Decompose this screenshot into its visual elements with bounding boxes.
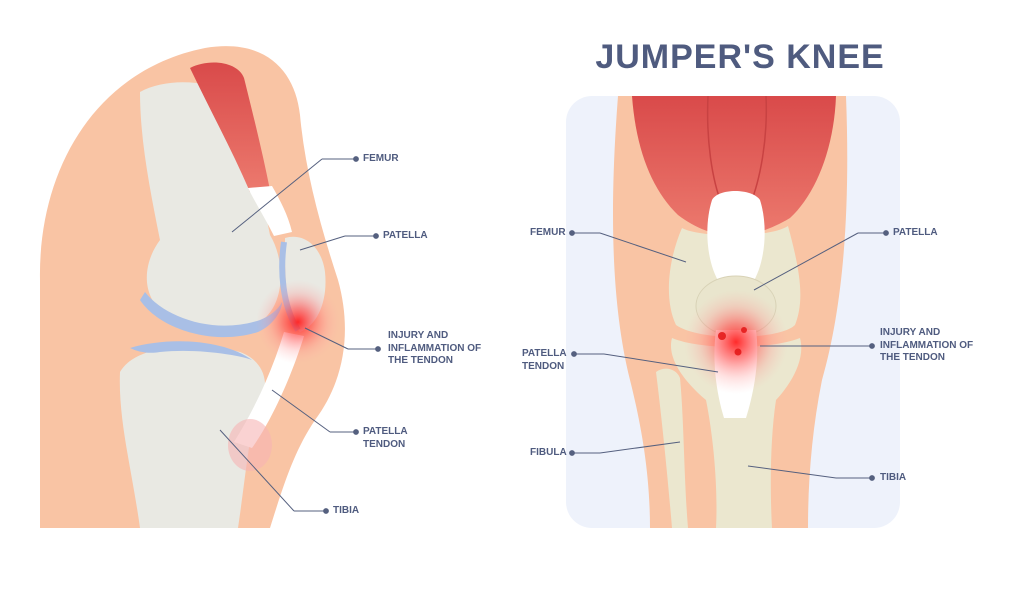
side-leader-injury [304,327,349,350]
side-tibia-cartilage [130,341,252,360]
side-quadriceps-tendon [248,186,292,236]
front-quadriceps-muscle [632,96,836,236]
side-label-patella: PATELLA [383,230,428,241]
front-leader-femur-dot [569,230,575,236]
front-label-femur: FEMUR [530,227,566,238]
front-inflammation-dot [734,348,742,356]
front-inflammation-dot [718,332,726,340]
front-inflammation-spot [684,290,788,394]
front-view-leaders [569,230,889,481]
front-leader-fibula-dot [569,450,575,456]
front-label-tibia: TIBIA [880,472,907,483]
front-label-fibula: FIBULA [530,447,567,458]
front-leader-injury-dot [869,343,875,349]
side-leader-tibia-dot [323,508,329,514]
front-leader-fibula [599,441,681,454]
front-leader-femur [599,232,687,263]
front-leader-patella-tendon [603,353,719,373]
side-leader-patella-tendon-dot [353,429,359,435]
front-leader-patella-dot [883,230,889,236]
side-view-knee [39,46,345,528]
side-label-patella-tendon: PATELLA TENDON [363,426,408,450]
side-quadriceps-muscle [190,62,270,193]
front-quadriceps-tendon [707,191,765,284]
diagram-title: JUMPER'S KNEE [595,38,885,76]
side-inflammation-spot [256,280,340,364]
side-leader-femur [231,158,323,233]
front-leader-patella [753,232,859,291]
side-leader-tibia [219,429,295,512]
front-label-injury: INJURY AND INFLAMMATION OF THE TENDON [880,327,974,363]
side-leader-injury-dot [375,346,381,352]
front-leader-patella-tendon-dot [571,351,577,357]
side-label-tibia: TIBIA [333,505,360,516]
front-tibia [670,338,802,528]
front-inflammation-dot [741,327,747,333]
front-label-patella-tendon: PATELLA TENDON [522,348,567,372]
side-tibial-tuberosity [228,419,272,471]
front-leader-tibia-dot [869,475,875,481]
side-leader-patella-dot [373,233,379,239]
side-label-injury: INJURY AND INFLAMMATION OF THE TENDON [388,330,482,366]
side-label-femur: FEMUR [363,153,399,164]
side-view-leaders [219,156,381,514]
front-label-patella: PATELLA [893,227,938,238]
front-leader-tibia [747,465,837,479]
side-tibia [119,345,266,528]
front-fibula [656,368,688,528]
side-femur-cartilage [140,292,282,338]
front-view-knee [566,96,900,528]
side-leader-patella-tendon [271,389,331,433]
side-leader-femur-dot [353,156,359,162]
side-leader-patella [299,235,346,251]
